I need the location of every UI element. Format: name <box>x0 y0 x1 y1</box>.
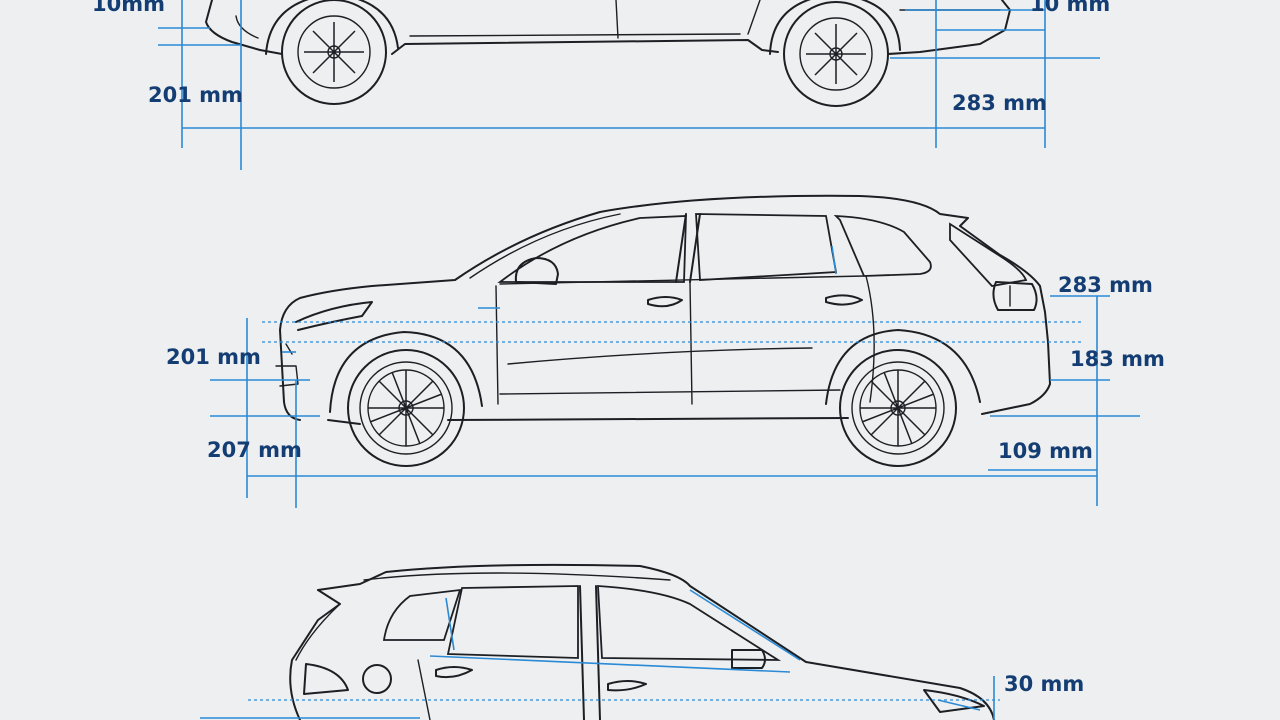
middle-dimension-lines <box>210 295 1140 508</box>
bottom-car-side-view <box>289 563 995 720</box>
label-top-left: 201 mm <box>148 83 243 107</box>
top-front-wheel <box>281 0 387 105</box>
label-mid-left-lower: 207 mm <box>207 438 302 462</box>
label-top-left-cut: 10mm <box>92 0 165 16</box>
label-mid-right-middle: 183 mm <box>1070 347 1165 371</box>
middle-front-wheel <box>347 349 465 467</box>
top-car-side-view <box>205 0 1011 107</box>
bottom-dimension-lines <box>200 676 1000 720</box>
label-mid-left-upper: 201 mm <box>166 345 261 369</box>
top-dimension-lines <box>158 0 1100 170</box>
label-mid-right-lower: 109 mm <box>998 439 1093 463</box>
label-top-right-cut: 10 mm <box>1030 0 1110 16</box>
label-mid-right-top: 283 mm <box>1058 273 1153 297</box>
middle-car-side-view <box>275 194 1051 467</box>
middle-rear-wheel <box>839 349 957 467</box>
label-top-right: 283 mm <box>952 91 1047 115</box>
top-rear-wheel <box>783 1 889 107</box>
label-bottom-right: 30 mm <box>1004 672 1084 696</box>
